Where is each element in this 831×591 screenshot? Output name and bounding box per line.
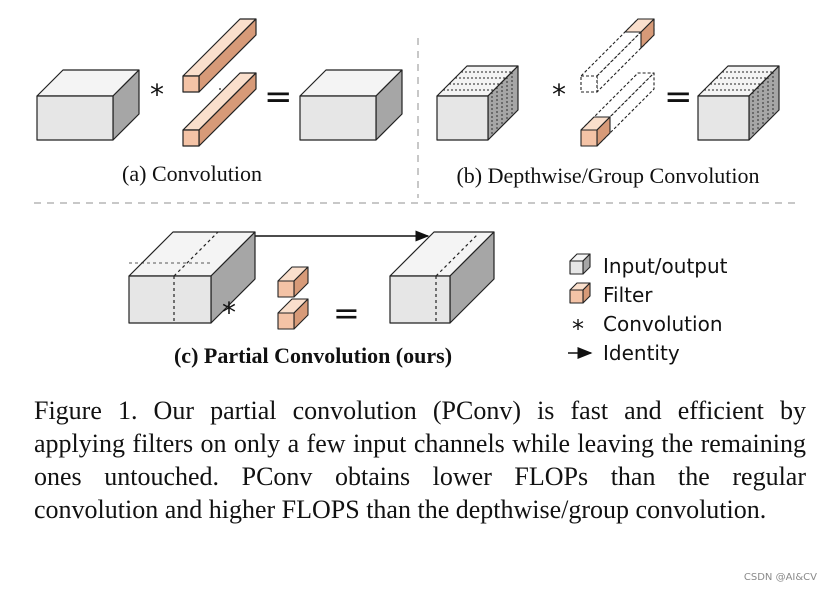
panel-b-label: (b) Depthwise/Group Convolution bbox=[456, 163, 759, 188]
filter-bottom bbox=[182, 72, 257, 147]
legend-item-identity: Identity bbox=[568, 341, 680, 365]
filter-bottom bbox=[277, 298, 309, 330]
output-block bbox=[299, 69, 403, 141]
filter-top bbox=[182, 18, 257, 93]
panel-c-label: (c) Partial Convolution (ours) bbox=[174, 343, 452, 368]
input-output-cube-icon bbox=[569, 253, 591, 275]
convolve-operator: * bbox=[150, 78, 164, 111]
input-block bbox=[36, 69, 140, 141]
filter-stack-partial bbox=[277, 266, 309, 330]
filter-cube-icon bbox=[569, 282, 591, 304]
legend-item-filter: Filter bbox=[569, 282, 653, 307]
input-slices bbox=[443, 71, 513, 136]
legend-label: Convolution bbox=[603, 312, 723, 336]
output-block-partial bbox=[389, 231, 495, 324]
legend-label: Input/output bbox=[603, 254, 728, 278]
panel-a-label: (a) Convolution bbox=[122, 161, 262, 186]
output-slices bbox=[704, 71, 774, 136]
input-block-partial bbox=[128, 231, 256, 324]
convolve-operator: * bbox=[222, 296, 236, 329]
legend: Input/output Filter * Convolution Identi… bbox=[568, 253, 728, 365]
figure-diagram: * = (a) Convolution bbox=[34, 18, 800, 368]
equals-operator: = bbox=[264, 77, 293, 117]
legend-label: Filter bbox=[603, 283, 653, 307]
figure-caption: Figure 1. Our partial convolution (PConv… bbox=[34, 396, 806, 524]
asterisk-icon: * bbox=[572, 315, 584, 343]
convolve-operator: * bbox=[552, 78, 566, 111]
filter-top bbox=[580, 18, 655, 93]
panel-a-convolution: * = (a) Convolution bbox=[36, 18, 403, 186]
legend-item-convolution: * Convolution bbox=[572, 312, 723, 343]
equals-operator: = bbox=[664, 77, 693, 117]
filter-stack-grouped bbox=[580, 18, 655, 147]
legend-label: Identity bbox=[603, 341, 680, 365]
legend-item-input-output: Input/output bbox=[569, 253, 728, 278]
filter-top bbox=[277, 266, 309, 298]
panel-b-depthwise-group-convolution: * = bbox=[436, 18, 780, 188]
filter-bottom bbox=[580, 72, 655, 147]
output-block-sliced bbox=[697, 65, 780, 141]
input-block-sliced bbox=[436, 65, 519, 141]
watermark: CSDN @AI&CV bbox=[743, 572, 817, 583]
panel-c-partial-convolution: * = (c) Partial Convolution (ours) bbox=[128, 230, 495, 368]
equals-operator: = bbox=[333, 294, 360, 332]
filter-stack bbox=[182, 18, 257, 147]
